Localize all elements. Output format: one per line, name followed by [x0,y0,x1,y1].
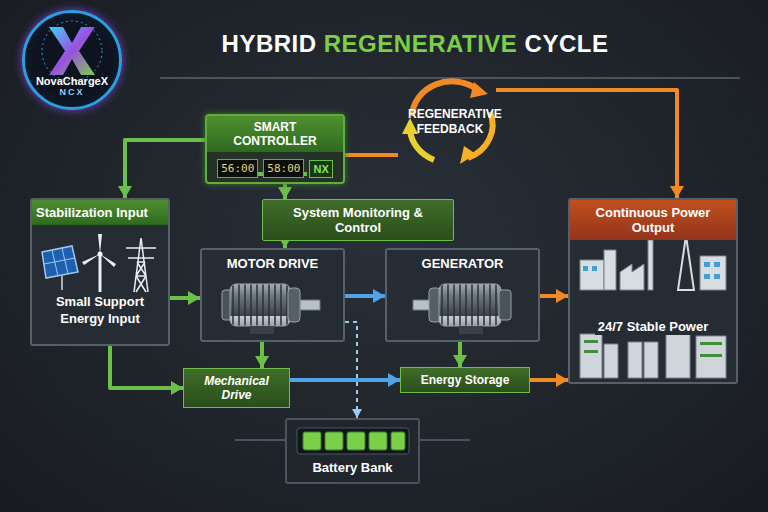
flow-connector [496,90,677,198]
flow-connector [125,140,205,198]
generator-panel: GENERATOR [385,248,540,342]
flow-connector [110,346,183,388]
node-text: NX [309,160,332,178]
city-illustration [574,230,732,380]
flow-connector [530,378,568,382]
generator-illustration [411,276,519,338]
flow-connector [540,294,568,298]
node-label: SMART CONTROLLER [207,116,343,152]
node-text: Small Support Energy Input [32,293,168,335]
drive-bar: Mechanical Drive [183,368,290,408]
flow-connector [345,294,385,298]
flow-connector [290,378,400,382]
motor-panel: MOTOR DRIVE [200,248,345,342]
node-label: REGENERATIVE FEEDBACK [408,107,492,137]
flow-connector [345,153,398,157]
storage-bar: Energy Storage [400,367,530,393]
node-label: Continuous Power Output [570,200,736,240]
controller-box: SMART CONTROLLER 56:00 58:00 NX [205,114,345,184]
source-icons [38,232,162,296]
node-text: 58:00 [263,159,304,178]
node-label: Battery Bank [287,458,418,481]
flow-connector [345,322,357,418]
flow-connector [283,241,287,248]
flow-connector [458,342,462,367]
solar-panel [42,246,78,290]
wind-turbine [82,234,116,292]
flow-connector [260,342,264,368]
output-panel: Continuous Power Output 24/7 Stable Power [568,198,738,384]
feedback-loop: REGENERATIVE FEEDBACK [398,78,502,166]
power-pylon [126,238,156,292]
node-text: NCX [25,87,119,97]
node-label: System Monitoring & Control [269,205,447,235]
node-label: Stabilization Input [32,200,168,225]
node-label: Mechanical Drive [188,374,285,402]
input-panel: Stabilization InputSmall Support Energy … [30,198,170,346]
node-text: 56:00 [217,159,258,178]
display-row: 56:00 58:00 NX [207,152,343,182]
logo-badge: NovaChargeXNCX [22,10,122,110]
node-label: Energy Storage [405,373,525,387]
flow-connector [283,184,287,199]
motor-illustration [220,276,328,338]
diagram-title: HYBRID REGENERATIVE CYCLE [195,30,635,58]
node-label: MOTOR DRIVE [202,250,343,271]
flow-connector [170,296,200,300]
node-label: NovaChargeX [25,75,119,87]
node-text: 24/7 Stable Power [595,318,712,335]
battery-bank: Battery Bank [285,418,420,484]
node-label: GENERATOR [387,250,538,271]
monitoring-bar: System Monitoring & Control [262,199,454,241]
battery-cells [295,424,411,456]
